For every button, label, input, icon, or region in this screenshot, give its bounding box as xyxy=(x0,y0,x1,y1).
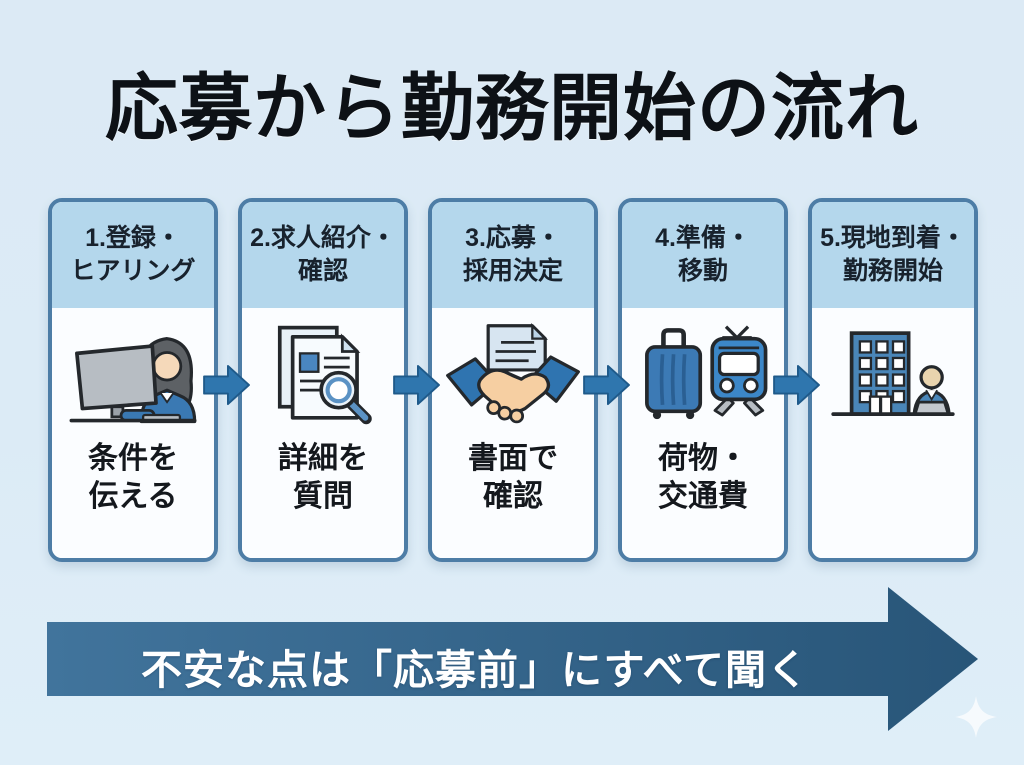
step-3-header-line1: 3.応募・ xyxy=(465,224,561,252)
step-3-caption-line2: 確認 xyxy=(483,480,543,514)
step-1-header: 1.登録・ ヒアリング xyxy=(52,202,214,308)
step-2-caption-line1: 詳細を xyxy=(278,442,368,475)
step-2-caption-line2: 質問 xyxy=(293,480,353,514)
documents-magnifier-icon xyxy=(277,325,372,425)
step-5-body xyxy=(812,308,974,558)
step-4-caption-line2: 交通費 xyxy=(658,480,748,514)
step-connector-arrow-2-icon xyxy=(393,364,440,406)
step-4-caption: 荷物・ 交通費 xyxy=(658,440,748,517)
banner-message: 不安な点は「応募前」にすべて聞く xyxy=(141,647,809,693)
step-3-caption-line1: 書面で xyxy=(468,442,558,475)
step-1-caption-line2: 伝える xyxy=(88,480,178,514)
step-3-caption: 書面で 確認 xyxy=(468,440,558,517)
step-2-header-line1: 2.求人紹介・ xyxy=(250,224,396,252)
step-card-1: 1.登録・ ヒアリング 条件を 伝える xyxy=(48,198,218,562)
step-card-5: 5.現地到着・ 勤務開始 xyxy=(808,198,978,562)
step-card-2: 2.求人紹介・ 確認 詳細を 質問 xyxy=(238,198,408,562)
step-1-body: 条件を 伝える xyxy=(52,308,214,558)
step-4-header-line1: 4.準備・ xyxy=(655,224,751,252)
step-5-header-line2: 勤務開始 xyxy=(842,257,943,285)
step-4-header-line2: 移動 xyxy=(677,257,728,285)
suitcase-train-icon xyxy=(645,325,768,420)
step-2-header-line2: 確認 xyxy=(297,257,348,285)
step-card-3: 3.応募・ 採用決定 書面で 確認 xyxy=(428,198,598,562)
office-building-worker-icon xyxy=(831,331,955,416)
step-3-header-line2: 採用決定 xyxy=(462,257,563,285)
step-1-header-line2: ヒアリング xyxy=(70,257,196,285)
step-4-body: 荷物・ 交通費 xyxy=(622,308,784,558)
step-5-header: 5.現地到着・ 勤務開始 xyxy=(812,202,974,308)
step-4-header: 4.準備・ 移動 xyxy=(622,202,784,308)
step-2-body: 詳細を 質問 xyxy=(242,308,404,558)
step-connector-arrow-3-icon xyxy=(583,364,630,406)
step-1-header-line1: 1.登録・ xyxy=(85,224,181,252)
step-2-caption: 詳細を 質問 xyxy=(278,440,368,517)
step-card-4: 4.準備・ 移動 荷物 xyxy=(618,198,788,562)
step-connector-arrow-1-icon xyxy=(203,364,250,406)
step-5-header-line1: 5.現地到着・ xyxy=(820,224,966,252)
step-3-body: 書面で 確認 xyxy=(432,308,594,558)
step-3-header: 3.応募・ 採用決定 xyxy=(432,202,594,308)
page-title: 応募から勤務開始の流れ xyxy=(105,68,919,149)
woman-at-computer-icon xyxy=(69,337,197,424)
sparkle-icon xyxy=(955,696,997,738)
step-2-header: 2.求人紹介・ 確認 xyxy=(242,202,404,308)
step-4-caption-line1: 荷物・ xyxy=(658,442,748,475)
step-1-caption-line1: 条件を xyxy=(88,442,178,475)
step-connector-arrow-4-icon xyxy=(773,364,820,406)
step-1-caption: 条件を 伝える xyxy=(88,440,178,517)
handshake-document-icon xyxy=(446,323,580,424)
banner-arrow-icon xyxy=(47,587,978,731)
